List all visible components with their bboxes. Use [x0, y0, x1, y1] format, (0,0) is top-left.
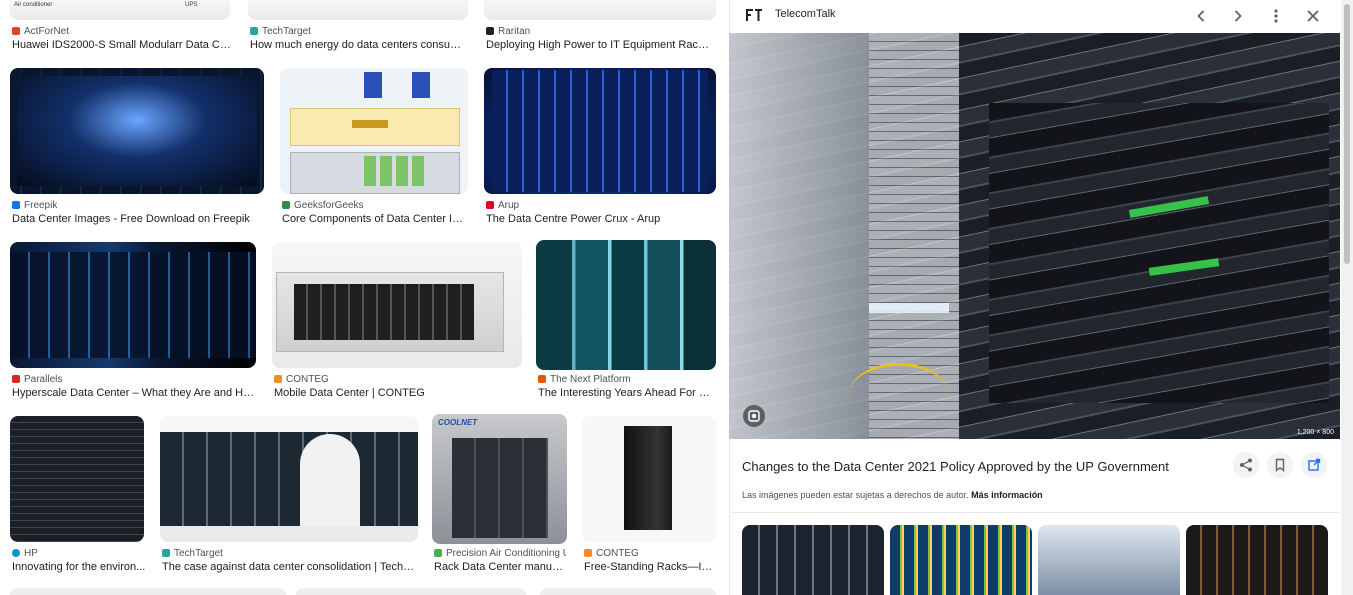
- image: [452, 438, 548, 538]
- image: [729, 33, 869, 439]
- result-source[interactable]: CONTEG: [584, 548, 639, 559]
- related-thumb[interactable]: [1186, 525, 1328, 595]
- more-info-link[interactable]: Más información: [971, 490, 1043, 500]
- image: [294, 284, 474, 340]
- close-icon[interactable]: [1303, 6, 1323, 26]
- result-title[interactable]: Free-Standing Racks—IT a...: [584, 561, 714, 573]
- related-thumb[interactable]: [1038, 525, 1180, 595]
- result-thumb[interactable]: [484, 68, 716, 194]
- image: [352, 120, 388, 128]
- divider: [729, 512, 1340, 513]
- share-icon[interactable]: [1233, 452, 1259, 478]
- result-title[interactable]: Mobile Data Center | CONTEG: [274, 387, 425, 399]
- result-source[interactable]: Parallels: [12, 374, 62, 385]
- image: [17, 76, 257, 186]
- result-thumb[interactable]: [160, 416, 418, 542]
- scrollbar-thumb[interactable]: [1344, 4, 1350, 264]
- favicon-icon: [12, 375, 20, 383]
- result-title[interactable]: The Data Centre Power Crux - Arup: [486, 213, 661, 225]
- open-in-new-icon[interactable]: [1301, 452, 1327, 478]
- image-text: COOLNET: [438, 418, 478, 427]
- result-title[interactable]: How much energy do data centers consume?…: [250, 39, 470, 51]
- favicon-icon: [12, 549, 20, 557]
- result-thumb[interactable]: COOLNET: [432, 414, 567, 544]
- related-thumb[interactable]: [742, 525, 884, 595]
- result-thumb[interactable]: [484, 0, 716, 20]
- image: [492, 70, 708, 192]
- result-source[interactable]: TechTarget: [250, 26, 311, 37]
- chevron-right-icon[interactable]: [1228, 6, 1248, 26]
- result-thumb[interactable]: [272, 242, 522, 368]
- copyright-note: Las imágenes pueden estar sujetas a dere…: [742, 490, 1043, 500]
- favicon-icon: [486, 201, 494, 209]
- result-title[interactable]: The Interesting Years Ahead For Ser...: [538, 387, 714, 399]
- favicon-icon: [12, 27, 20, 35]
- image: [160, 432, 418, 526]
- result-thumb[interactable]: [540, 588, 716, 595]
- result-title[interactable]: Data Center Images - Free Download on Fr…: [12, 213, 250, 225]
- image-text: Air conditioner: [14, 2, 53, 8]
- image: [300, 434, 360, 526]
- image-text: UPS: [185, 2, 198, 8]
- favicon-icon: [538, 375, 546, 383]
- more-vert-icon[interactable]: [1266, 6, 1286, 26]
- result-thumb[interactable]: [296, 588, 526, 595]
- preview-source[interactable]: TelecomTalk: [775, 8, 836, 20]
- image: [412, 72, 430, 98]
- result-title[interactable]: Rack Data Center manufa...: [434, 561, 566, 573]
- result-title[interactable]: Core Components of Data Center Infra...: [282, 213, 468, 225]
- result-source[interactable]: Freepik: [12, 200, 57, 211]
- bookmark-icon[interactable]: [1267, 452, 1293, 478]
- copyright-text: Las imágenes pueden estar sujetas a dere…: [742, 490, 969, 500]
- favicon-icon: [12, 201, 20, 209]
- result-thumb[interactable]: [280, 68, 468, 194]
- image: [869, 303, 949, 313]
- result-source[interactable]: Raritan: [486, 26, 530, 37]
- favicon-icon: [486, 27, 494, 35]
- favicon-icon: [584, 549, 592, 557]
- preview-image[interactable]: 1,200 × 800: [729, 33, 1340, 439]
- result-source[interactable]: ActForNet: [12, 26, 69, 37]
- image: [364, 156, 426, 186]
- image: [989, 103, 1329, 403]
- image: [10, 252, 256, 358]
- site-logo-icon[interactable]: [744, 6, 764, 24]
- result-title[interactable]: Huawei IDS2000-S Small Modularr Data Cen…: [12, 39, 232, 51]
- result-source[interactable]: CONTEG: [274, 374, 329, 385]
- related-thumb[interactable]: [890, 525, 1032, 595]
- favicon-icon: [282, 201, 290, 209]
- result-thumb[interactable]: [10, 416, 144, 542]
- result-thumb[interactable]: [536, 240, 716, 370]
- result-source[interactable]: Arup: [486, 200, 519, 211]
- result-source[interactable]: GeeksforGeeks: [282, 200, 363, 211]
- chevron-left-icon[interactable]: [1191, 6, 1211, 26]
- image: [624, 426, 672, 530]
- result-thumb[interactable]: [10, 68, 264, 194]
- result-title[interactable]: Deploying High Power to IT Equipment Rac…: [486, 39, 712, 51]
- result-title[interactable]: Innovating for the environ...: [12, 561, 146, 573]
- favicon-icon: [250, 27, 258, 35]
- result-thumb[interactable]: [582, 416, 716, 542]
- result-thumb[interactable]: Air conditioner UPS: [10, 0, 230, 20]
- result-source[interactable]: HP: [12, 548, 38, 559]
- result-thumb[interactable]: [248, 0, 468, 20]
- favicon-icon: [162, 549, 170, 557]
- image-size: 1,200 × 800: [1296, 429, 1334, 436]
- image: [364, 72, 382, 98]
- result-source[interactable]: Precision Air Conditioning U...: [434, 548, 566, 559]
- favicon-icon: [274, 375, 282, 383]
- preview-title[interactable]: Changes to the Data Center 2021 Policy A…: [742, 459, 1169, 474]
- result-source[interactable]: TechTarget: [162, 548, 223, 559]
- result-title[interactable]: The case against data center consolidati…: [162, 561, 418, 573]
- favicon-icon: [434, 549, 442, 557]
- result-thumb[interactable]: [10, 588, 286, 595]
- image: [849, 363, 949, 426]
- result-title[interactable]: Hyperscale Data Center – What they Are a…: [12, 387, 256, 399]
- result-source[interactable]: The Next Platform: [538, 374, 631, 385]
- lens-icon[interactable]: [743, 405, 765, 427]
- result-thumb[interactable]: [10, 242, 256, 368]
